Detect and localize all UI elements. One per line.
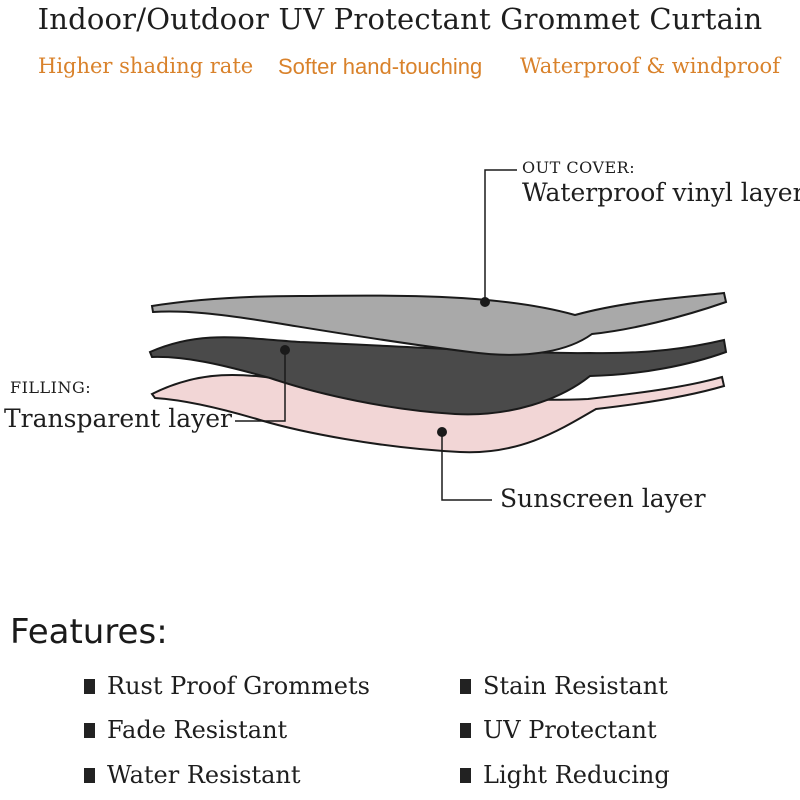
feature-item: UV Protectant	[460, 716, 657, 744]
feature-label: Light Reducing	[483, 761, 670, 789]
feature-item: Light Reducing	[460, 761, 670, 789]
out-cover-dot	[480, 297, 490, 307]
layer-diagram	[148, 169, 728, 501]
out-cover-label: OUT COVER:	[522, 158, 636, 177]
features-title: Features:	[10, 612, 168, 652]
bullet-icon	[84, 722, 95, 738]
page-title: Indoor/Outdoor UV Protectant Grommet Cur…	[37, 2, 763, 36]
feature-label: Water Resistant	[107, 761, 301, 789]
filling-label: FILLING:	[10, 378, 92, 397]
bullet-icon	[84, 767, 95, 783]
bullet-icon	[460, 678, 471, 694]
bullet-icon	[460, 722, 471, 738]
feature-label: Fade Resistant	[107, 716, 288, 744]
tagline-shading: Higher shading rate	[38, 54, 254, 78]
sunscreen-dot	[437, 427, 447, 437]
tagline-soft: Softer hand-touching	[278, 54, 483, 79]
bullet-icon	[460, 767, 471, 783]
feature-item: Fade Resistant	[84, 716, 287, 744]
filling-leader	[235, 350, 286, 422]
vinyl-layer-shape	[150, 291, 728, 356]
feature-item: Rust Proof Grommets	[84, 672, 370, 700]
filling-desc: Transparent layer	[4, 404, 232, 433]
tagline-waterproof: Waterproof & windproof	[520, 54, 780, 78]
out-cover-desc: Waterproof vinyl layer	[522, 178, 800, 207]
filling-dot	[280, 345, 290, 355]
feature-label: Rust Proof Grommets	[107, 672, 370, 700]
bullet-icon	[84, 678, 95, 694]
out-cover-leader	[484, 169, 517, 302]
feature-item: Water Resistant	[84, 761, 300, 789]
feature-item: Stain Resistant	[460, 672, 668, 700]
sunscreen-desc: Sunscreen layer	[500, 484, 706, 513]
feature-label: UV Protectant	[483, 716, 657, 744]
sunscreen-leader	[441, 432, 492, 501]
transparent-layer-shape	[148, 336, 728, 416]
feature-label: Stain Resistant	[483, 672, 668, 700]
